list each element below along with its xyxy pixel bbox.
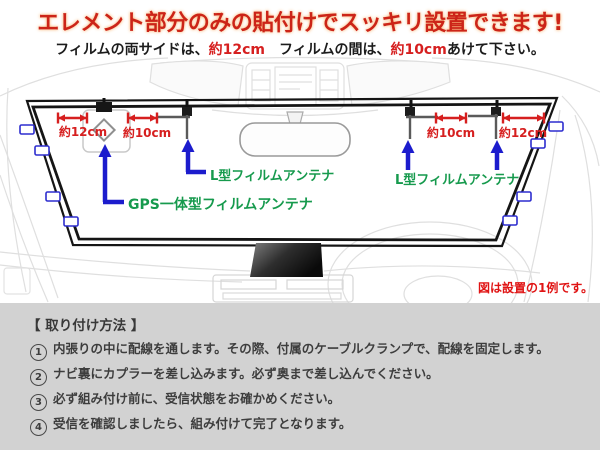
- step-text: 受信を確認しましたら、組み付けて完了となります。: [53, 416, 352, 431]
- instruction-step-4: 4 受信を確認しましたら、組み付けて完了となります。: [30, 413, 351, 436]
- cable-clamp: [502, 215, 518, 226]
- page-title: エレメント部分のみの貼付けでスッキリ設置できます!: [37, 11, 563, 36]
- dimension-arrow-right-10cm: [434, 112, 468, 124]
- step-text: 必ず組み付け前に、受信状態をお確かめください。: [53, 391, 341, 406]
- navigation-screen: [250, 243, 323, 277]
- pointer-arrow-gps: [98, 144, 124, 205]
- instructions-heading: 【 取り付け方法 】: [27, 318, 145, 334]
- cable-clamp: [63, 216, 79, 227]
- step-number-icon: 1: [30, 344, 47, 361]
- subtitle-text-3: あけて下さい。: [446, 42, 545, 58]
- windshield-diagram: [0, 56, 600, 303]
- car-interior-sketch: [0, 56, 600, 303]
- cable-clamp: [548, 121, 564, 132]
- rear-view-mirror: [239, 111, 351, 157]
- label-right-l-antenna: L型フィルムアンテナ: [395, 173, 520, 188]
- cable-clamp: [516, 191, 532, 202]
- subtitle-text-1: フィルムの両サイドは、: [55, 42, 209, 58]
- spacing-instruction: フィルムの両サイドは、約12cm フィルムの間は、約10cmあけて下さい。: [0, 39, 600, 59]
- pointer-arrow-right-l1: [401, 140, 415, 170]
- measure-left-12cm: 約12cm: [58, 125, 108, 139]
- label-gps-antenna: GPS一体型フィルムアンテナ: [128, 197, 313, 213]
- gps-film-antenna: [82, 98, 131, 153]
- step-number-icon: 3: [30, 394, 47, 411]
- right-l-film-antenna-2: [468, 100, 501, 139]
- right-l-film-antenna-1: [405, 100, 438, 139]
- cable-clamp: [34, 145, 50, 156]
- instruction-step-2: 2 ナビ裏にカプラーを差し込みます。必ず奥まで差し込んでください。: [30, 363, 439, 386]
- instruction-step-3: 3 必ず組み付け前に、受信状態をお確かめください。: [30, 388, 340, 411]
- example-note: 図は設置の1例です。: [478, 281, 594, 295]
- subtitle-value-12cm: 約12cm: [208, 42, 265, 58]
- subtitle-text-2: フィルムの間は、: [265, 42, 391, 58]
- step-text: 内張りの中に配線を通します。その際、付属のケーブルクランプで、配線を固定します。: [53, 341, 549, 356]
- step-number-icon: 4: [30, 419, 47, 436]
- dimension-arrow-right-12cm: [501, 112, 546, 124]
- step-number-icon: 2: [30, 369, 47, 386]
- label-left-l-antenna: L型フィルムアンテナ: [210, 169, 335, 184]
- measure-left-10cm: 約10cm: [122, 126, 172, 140]
- pointer-arrows: [98, 139, 504, 205]
- measure-right-10cm: 約10cm: [426, 126, 476, 140]
- instruction-step-1: 1 内張りの中に配線を通します。その際、付属のケーブルクランプで、配線を固定します…: [30, 338, 549, 361]
- subtitle-value-10cm: 約10cm: [390, 42, 447, 58]
- cable-clamp: [530, 138, 546, 149]
- pointer-arrow-left-l: [181, 139, 206, 175]
- dimension-arrow-left-10cm: [126, 112, 159, 124]
- cable-clamp: [19, 124, 35, 135]
- pointer-arrow-right-l2: [490, 140, 504, 170]
- dimension-arrows: [56, 112, 546, 124]
- dimension-arrow-left-12cm: [56, 112, 89, 124]
- cable-clamp: [45, 191, 61, 202]
- left-l-film-antenna: [158, 99, 192, 139]
- measure-right-12cm: 約12cm: [498, 126, 548, 140]
- step-text: ナビ裏にカプラーを差し込みます。必ず奥まで差し込んでください。: [53, 366, 439, 381]
- gps-diamond-icon: [91, 117, 117, 143]
- cable-clamps: [19, 121, 564, 227]
- installation-instructions-panel: 【 取り付け方法 】 1 内張りの中に配線を通します。その際、付属のケーブルクラン…: [0, 303, 600, 450]
